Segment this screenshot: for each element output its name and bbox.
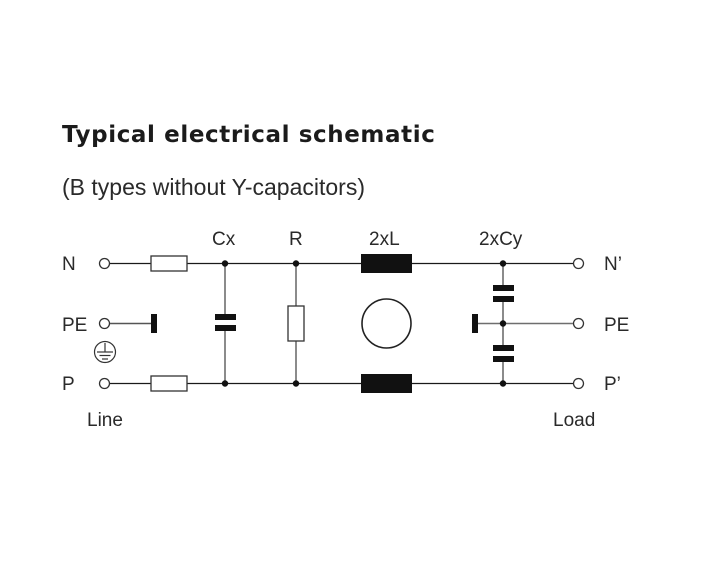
- diagram-title: Typical electrical schematic: [62, 122, 436, 148]
- terminal-label-p: P: [62, 374, 75, 395]
- terminal-pe-line-circle: [98, 317, 111, 330]
- capacitor-cy: [472, 260, 573, 387]
- terminal-label-p-prime: P’: [604, 374, 621, 395]
- ground-icon: [93, 340, 117, 364]
- pe-line-connection: [110, 314, 157, 333]
- inductor-p: [361, 374, 412, 393]
- terminal-label-pe-line: PE: [62, 315, 87, 336]
- load-side-label: Load: [553, 410, 595, 431]
- inductor-core: [361, 298, 412, 349]
- label-r: R: [289, 229, 303, 250]
- terminal-p-circle: [98, 377, 111, 390]
- label-2xl: 2xL: [369, 229, 400, 250]
- diagram-subtitle: (B types without Y-capacitors): [62, 174, 365, 200]
- terminal-label-n: N: [62, 254, 76, 275]
- terminal-p-prime-circle: [572, 377, 585, 390]
- inductor-n: [361, 254, 412, 273]
- label-2xcy: 2xCy: [479, 229, 523, 250]
- terminal-label-pe-load: PE: [604, 315, 629, 336]
- line-side-label: Line: [87, 410, 123, 431]
- terminal-n-prime-circle: [572, 257, 585, 270]
- terminal-pe-load-circle: [572, 317, 585, 330]
- resistor-r: [287, 260, 305, 387]
- capacitor-cx: [215, 260, 236, 387]
- terminal-n-circle: [98, 257, 111, 270]
- label-cx: Cx: [212, 229, 236, 250]
- fuse-n: [150, 255, 188, 272]
- terminal-label-n-prime: N’: [604, 254, 622, 275]
- fuse-p: [150, 375, 188, 392]
